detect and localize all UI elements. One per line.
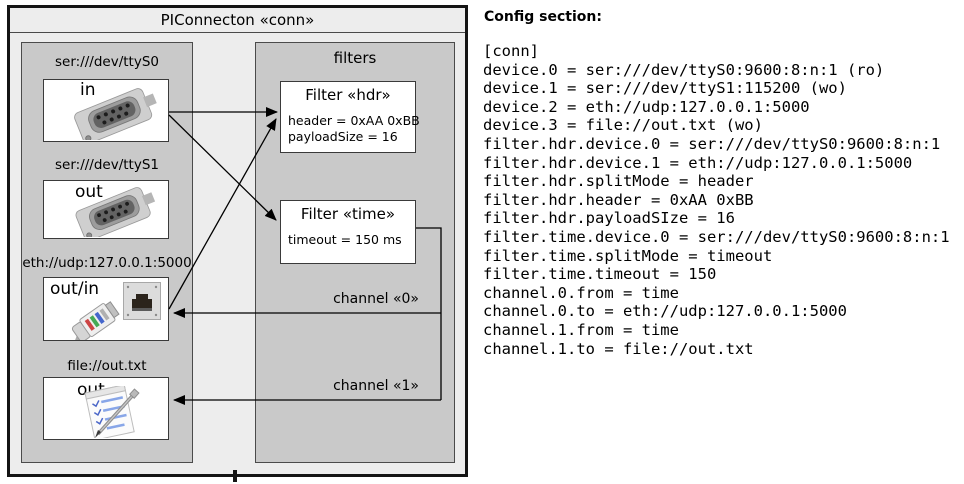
notepad-icon [84,386,140,438]
ethernet-port-icon [123,282,161,320]
filter-hdr-prop-header: header = 0xAA 0xBB [288,113,420,128]
port-label: in [80,80,96,100]
device-label-ttys1: ser:///dev/ttyS1 [55,157,159,173]
title-separator [10,32,465,33]
device-label-file: file://out.txt [67,358,147,374]
filter-time-title: Filter «time» [300,205,396,223]
channel-1-label: channel «1» [333,378,419,394]
filter-time-prop-timeout: timeout = 150 ms [288,232,402,247]
port-label: out [75,182,103,202]
ethernet-plug-icon [65,301,120,340]
config-body: [conn] device.0 = ser:///dev/ttyS0:9600:… [483,42,950,358]
device-box-ttys1: out [43,180,169,239]
filter-hdr-title: Filter «hdr» [305,86,391,104]
port-label: out/in [50,279,100,299]
diagram-title: PIConnecton «conn» [160,11,315,29]
filters-title: filters [333,49,377,67]
serial-connector-icon [74,88,157,140]
device-group: ser:///dev/ttyS0 in ser:///dev/ttyS1 [21,42,193,463]
filter-group: filters Filter «hdr» header = 0xAA 0xBB … [255,42,455,463]
device-box-file: out [43,377,169,440]
device-box-eth: out/in [43,277,169,341]
filter-box-hdr: Filter «hdr» header = 0xAA 0xBB payloadS… [280,81,420,153]
device-label-eth: eth://udp:127.0.0.1:5000 [22,255,192,271]
serial-connector-icon [75,187,156,237]
filter-box-time: Filter «time» timeout = 150 ms [280,200,416,264]
device-box-ttys0: in [43,79,169,142]
channel-0-label: channel «0» [333,291,419,307]
device-label-ttys0: ser:///dev/ttyS0 [55,54,159,70]
config-heading: Config section: [484,9,602,25]
filter-hdr-prop-payloadsize: payloadSize = 16 [288,129,398,144]
